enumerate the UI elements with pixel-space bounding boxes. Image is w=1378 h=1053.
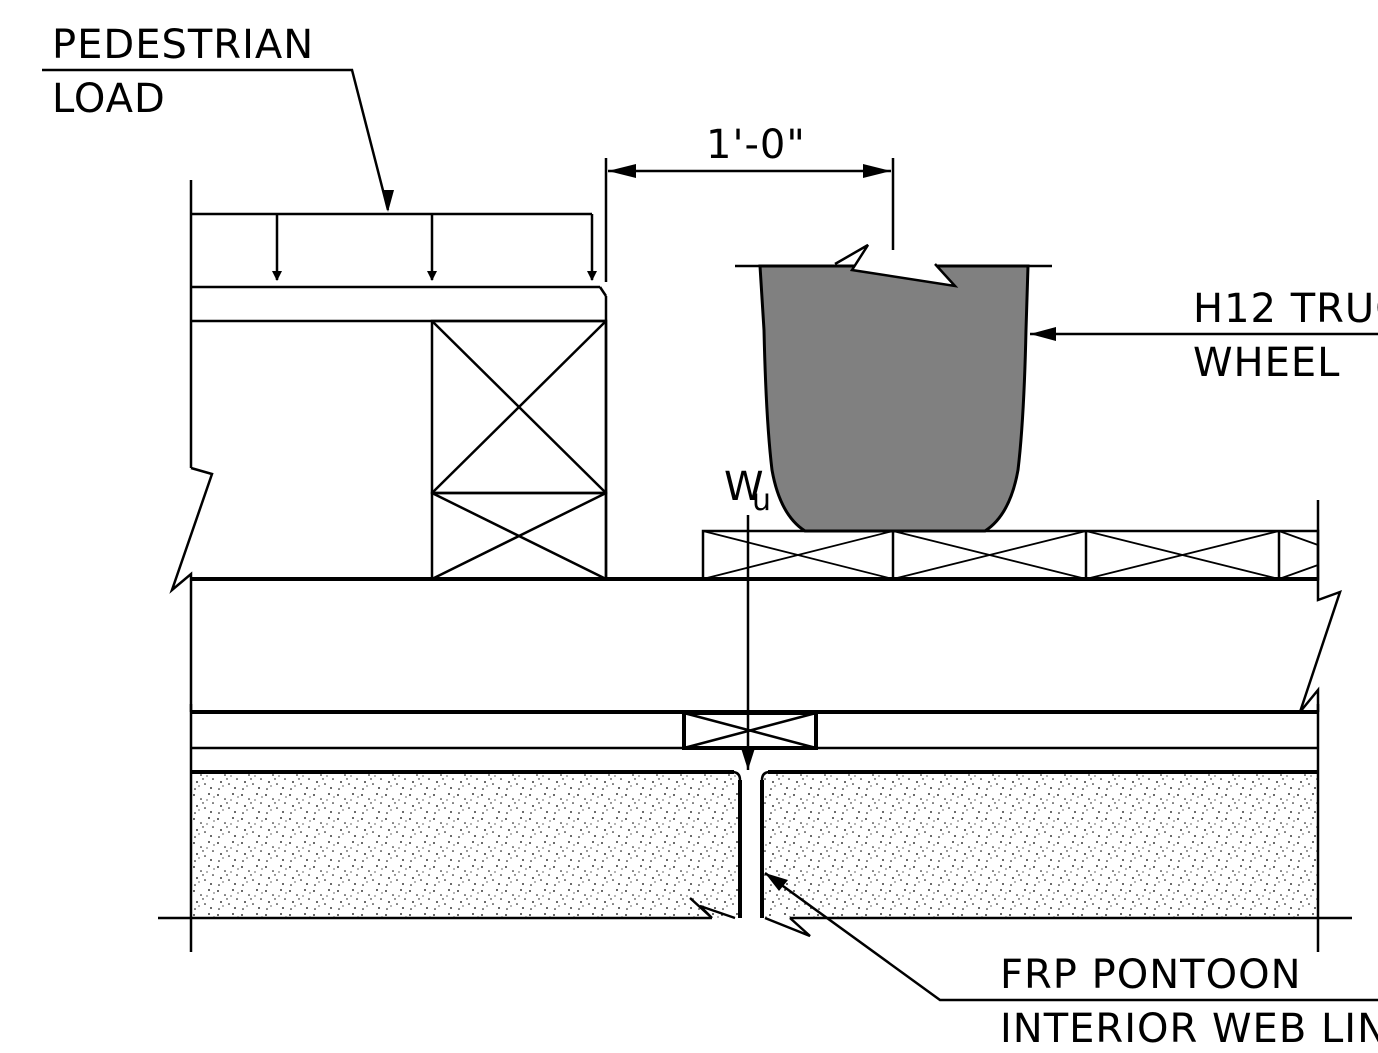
frp-leader: [764, 871, 1378, 1002]
break-symbol-bottom-right: [764, 916, 811, 938]
label-pedestrian-line2: LOAD: [52, 76, 166, 122]
label-wu-subscript: u: [752, 483, 771, 518]
break-symbol-right: [1298, 500, 1343, 713]
base-lines: [158, 897, 1352, 952]
wu-load: [741, 515, 755, 770]
labels: PEDESTRIAN LOAD 1'-0" H12 TRUC WHEEL W u…: [52, 22, 1378, 1052]
label-wu: W: [724, 464, 765, 510]
curb-assembly: [169, 180, 608, 594]
wheel-shape: [758, 264, 1030, 533]
label-truck-line2: WHEEL: [1193, 340, 1340, 386]
pedestrian-load: [42, 68, 597, 281]
deck-boards: [701, 529, 1320, 581]
break-symbol-left: [169, 466, 214, 594]
label-dimension: 1'-0": [706, 122, 806, 168]
break-symbol-wheel: [834, 243, 959, 288]
label-pedestrian-line1: PEDESTRIAN: [52, 22, 314, 68]
label-truck-line1: H12 TRUC: [1193, 286, 1378, 332]
foam-right: [762, 772, 1318, 918]
dimension-1ft: [604, 158, 895, 282]
foam-fill: [191, 772, 1318, 918]
foam-left: [191, 772, 740, 918]
label-frp-line1: FRP PONTOON: [1000, 952, 1302, 998]
label-frp-line2: INTERIOR WEB LINE: [1000, 1006, 1378, 1052]
break-symbol-bottom-left: [689, 897, 736, 920]
truck-wheel: [735, 243, 1378, 533]
